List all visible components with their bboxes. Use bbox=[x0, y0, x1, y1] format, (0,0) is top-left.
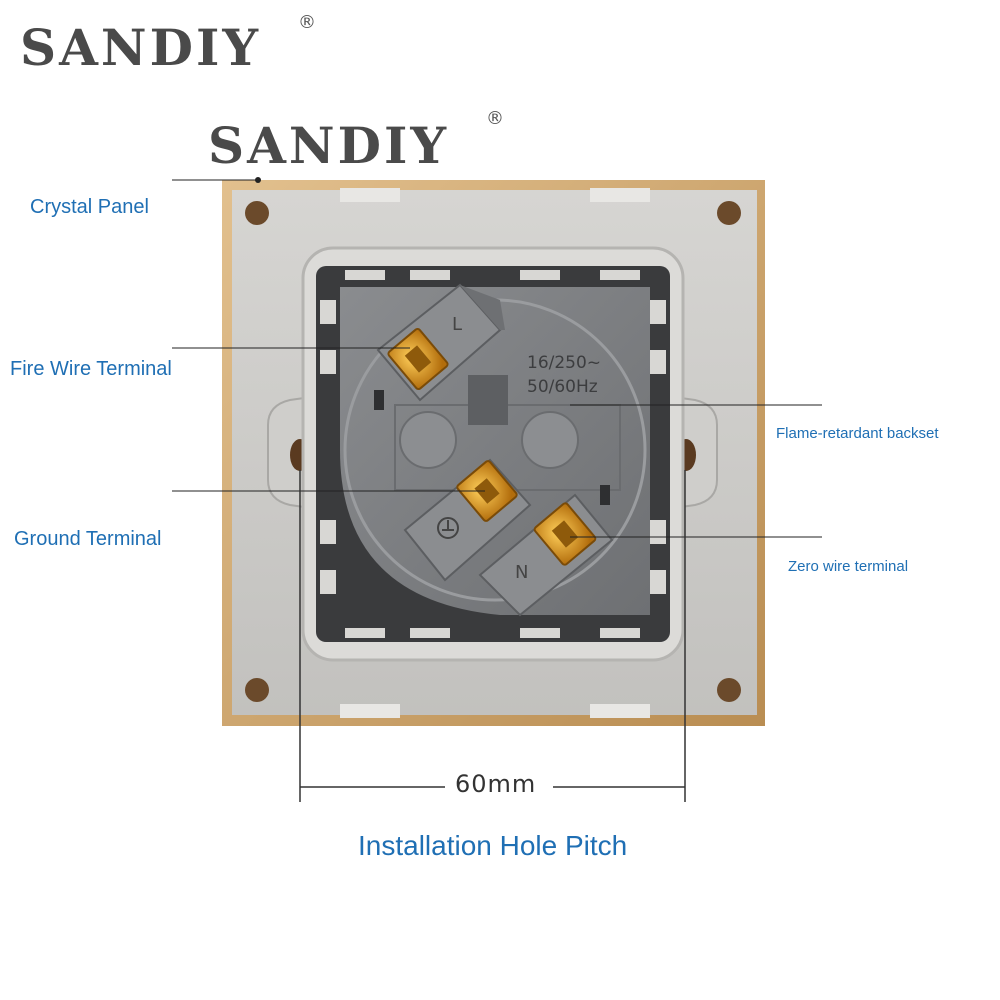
corner-hole-tr bbox=[717, 201, 741, 225]
rating-text-2: 50/60Hz bbox=[527, 377, 598, 397]
corner-hole-br bbox=[717, 678, 741, 702]
dimension-value: 60mm bbox=[455, 770, 536, 798]
corner-hole-tl bbox=[245, 201, 269, 225]
fire-wire-label: Fire Wire Terminal bbox=[10, 358, 172, 381]
installation-hole-pitch-caption: Installation Hole Pitch bbox=[358, 830, 627, 862]
pin-hole-right bbox=[522, 412, 578, 468]
crystal-panel-label: Crystal Panel bbox=[30, 196, 149, 219]
ground-terminal-label: Ground Terminal bbox=[14, 528, 161, 551]
live-mark: L bbox=[452, 314, 462, 335]
pin-hole-left bbox=[400, 412, 456, 468]
flame-retardant-label: Flame-retardant backset bbox=[776, 425, 939, 442]
neutral-mark: N bbox=[515, 562, 528, 583]
corner-hole-bl bbox=[245, 678, 269, 702]
rating-text-1: 16/250~ bbox=[527, 353, 601, 373]
zero-wire-label: Zero wire terminal bbox=[788, 558, 908, 575]
